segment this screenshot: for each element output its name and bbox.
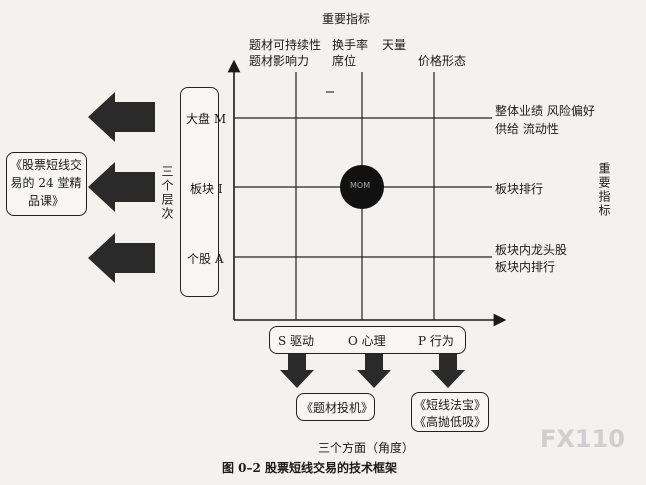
right-label-row2: 板块排行 <box>495 182 544 196</box>
bottom-right-book-line2: 《高抛低吸》 <box>414 415 487 429</box>
left-arrow-1 <box>88 92 155 142</box>
top-axis-title: 重要指标 <box>322 12 371 26</box>
center-node-label: MOM <box>350 181 371 190</box>
levels-title: 三个层次 <box>160 165 174 221</box>
aspect-driver: S 驱动 <box>278 334 315 348</box>
bottom-right-book-box <box>411 392 489 432</box>
center-node <box>340 165 384 209</box>
right-label-row3-line2: 板块内排行 <box>495 260 556 274</box>
level-market: 大盘 M <box>186 112 227 126</box>
left-book-title: 《股票短线交易的 24 堂精品课》 <box>9 158 82 208</box>
down-arrow-2 <box>357 352 391 388</box>
right-label-row1-line1: 整体业绩 风险偏好 <box>495 104 595 118</box>
bottom-axis-title: 三个方面（角度） <box>318 441 415 455</box>
aspects-box <box>269 326 466 354</box>
top-label-col3-line1: 天量 <box>382 38 407 52</box>
level-sector: 板块 I <box>190 182 223 196</box>
levels-box <box>180 87 219 297</box>
down-arrow-1 <box>280 352 314 388</box>
down-arrow-3 <box>431 352 465 388</box>
bottom-left-book-box <box>296 393 375 421</box>
top-label-col1-line1: 题材可持续性 <box>249 38 322 52</box>
right-label-row1-line2: 供给 流动性 <box>495 122 559 136</box>
aspect-behavior: P 行为 <box>418 334 454 348</box>
right-axis-title: 重要指标 <box>597 162 611 218</box>
left-arrow-2 <box>88 162 155 212</box>
bottom-right-book-line1: 《短线法宝》 <box>414 398 487 412</box>
bottom-left-book-title: 《题材投机》 <box>301 401 374 415</box>
level-stock: 个股 A <box>187 252 224 266</box>
aspect-psychology: O 心理 <box>348 334 386 348</box>
left-book-box <box>6 152 87 216</box>
top-label-col2-line1: 换手率 <box>332 38 369 52</box>
figure-caption: 图 0–2 股票短线交易的技术框架 <box>222 461 398 475</box>
top-label-col4-line2: 价格形态 <box>418 54 467 68</box>
left-arrow-3 <box>88 233 155 283</box>
top-label-col2-line2: 席位 <box>332 54 357 68</box>
watermark: FX110 <box>540 425 625 453</box>
right-label-row3-line1: 板块内龙头股 <box>495 243 568 257</box>
top-label-col1-line2: 题材影响力 <box>249 54 310 68</box>
